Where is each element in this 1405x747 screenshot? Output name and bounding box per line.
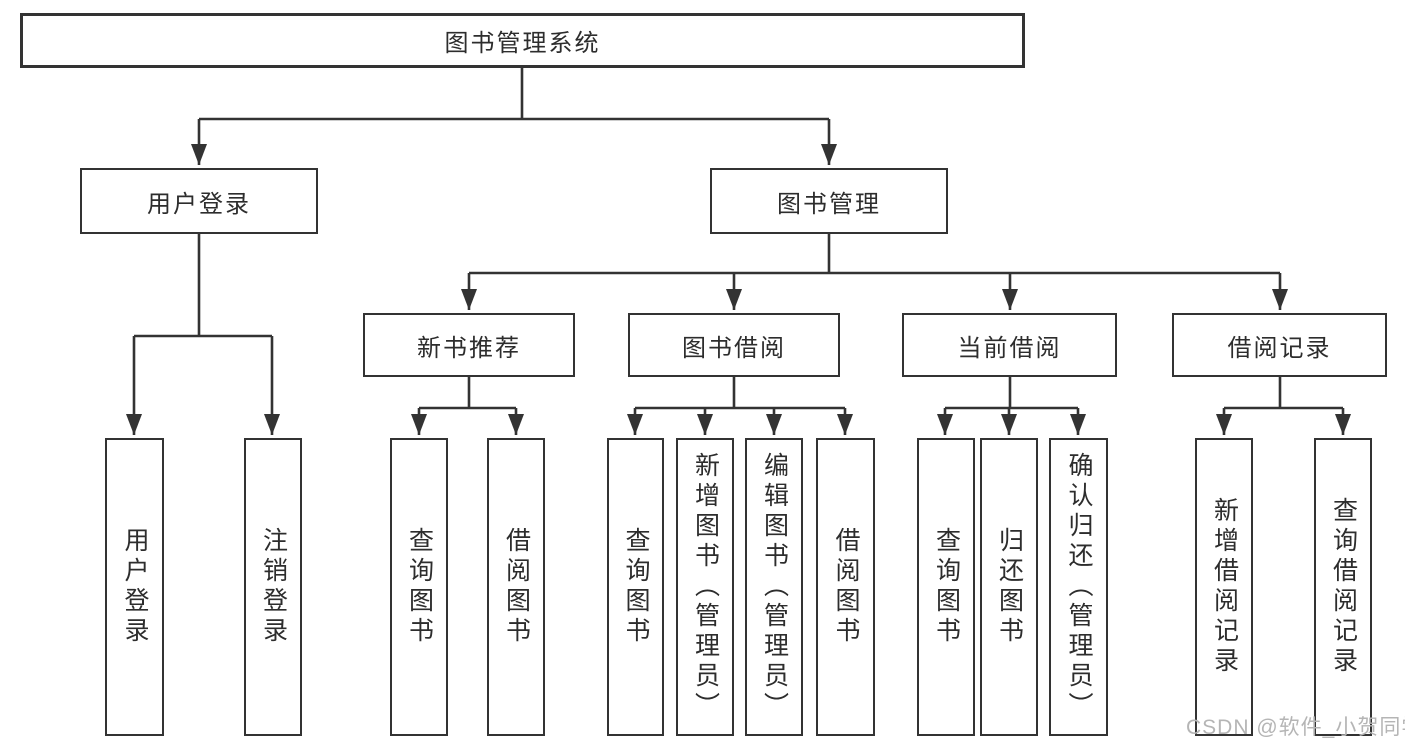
node-label: 当前借阅 (957, 334, 1062, 362)
leaf-query-books-current: 查询图书 (917, 438, 975, 736)
node-book-borrowing: 图书借阅 (628, 313, 840, 377)
node-label: 查询借阅记录 (1329, 497, 1358, 677)
node-label: 归还图书 (995, 527, 1024, 647)
node-label: 用户登录 (121, 527, 149, 647)
leaf-user-login: 用户登录 (105, 438, 164, 736)
node-label: 查询图书 (622, 527, 650, 647)
node-label: 新书推荐 (417, 334, 521, 362)
node-current-borrowing: 当前借阅 (902, 313, 1117, 377)
node-label: 注销登录 (259, 527, 288, 647)
leaf-return-books: 归还图书 (980, 438, 1038, 736)
leaf-borrow-books-borrowing: 借阅图书 (816, 438, 875, 736)
node-label: 图书借阅 (682, 334, 786, 362)
node-label: 图书管理 (777, 190, 881, 218)
leaf-borrow-books-recommend: 借阅图书 (487, 438, 545, 736)
leaf-logout: 注销登录 (244, 438, 302, 736)
leaf-add-books-admin: 新增图书（管理员） (676, 438, 734, 736)
leaf-query-books-borrowing: 查询图书 (607, 438, 664, 736)
leaf-query-borrow-record: 查询借阅记录 (1314, 438, 1372, 736)
leaf-confirm-return-admin: 确认归还（管理员） (1049, 438, 1108, 736)
node-label: 新增图书（管理员） (691, 452, 720, 722)
node-label: 查询图书 (405, 527, 434, 647)
node-label: 借阅图书 (502, 527, 531, 647)
node-borrowing-records: 借阅记录 (1172, 313, 1387, 377)
node-library-management-system: 图书管理系统 (20, 13, 1025, 68)
node-new-book-recommend: 新书推荐 (363, 313, 575, 377)
node-label: 确认归还（管理员） (1065, 452, 1093, 722)
watermark-text: CSDN @软件_小贺同学 (1186, 716, 1405, 739)
leaf-add-borrow-record: 新增借阅记录 (1195, 438, 1253, 736)
node-label: 新增借阅记录 (1210, 497, 1239, 677)
leaf-query-books-recommend: 查询图书 (390, 438, 448, 736)
node-label: 编辑图书（管理员） (760, 452, 789, 722)
node-label: 查询图书 (932, 527, 961, 647)
node-label: 图书管理系统 (444, 30, 601, 57)
node-label: 借阅图书 (832, 527, 860, 647)
node-book-management-branch: 图书管理 (710, 168, 948, 234)
leaf-edit-books-admin: 编辑图书（管理员） (745, 438, 803, 736)
node-user-login-branch: 用户登录 (80, 168, 318, 234)
node-label: 用户登录 (147, 190, 251, 218)
node-label: 借阅记录 (1227, 334, 1332, 362)
